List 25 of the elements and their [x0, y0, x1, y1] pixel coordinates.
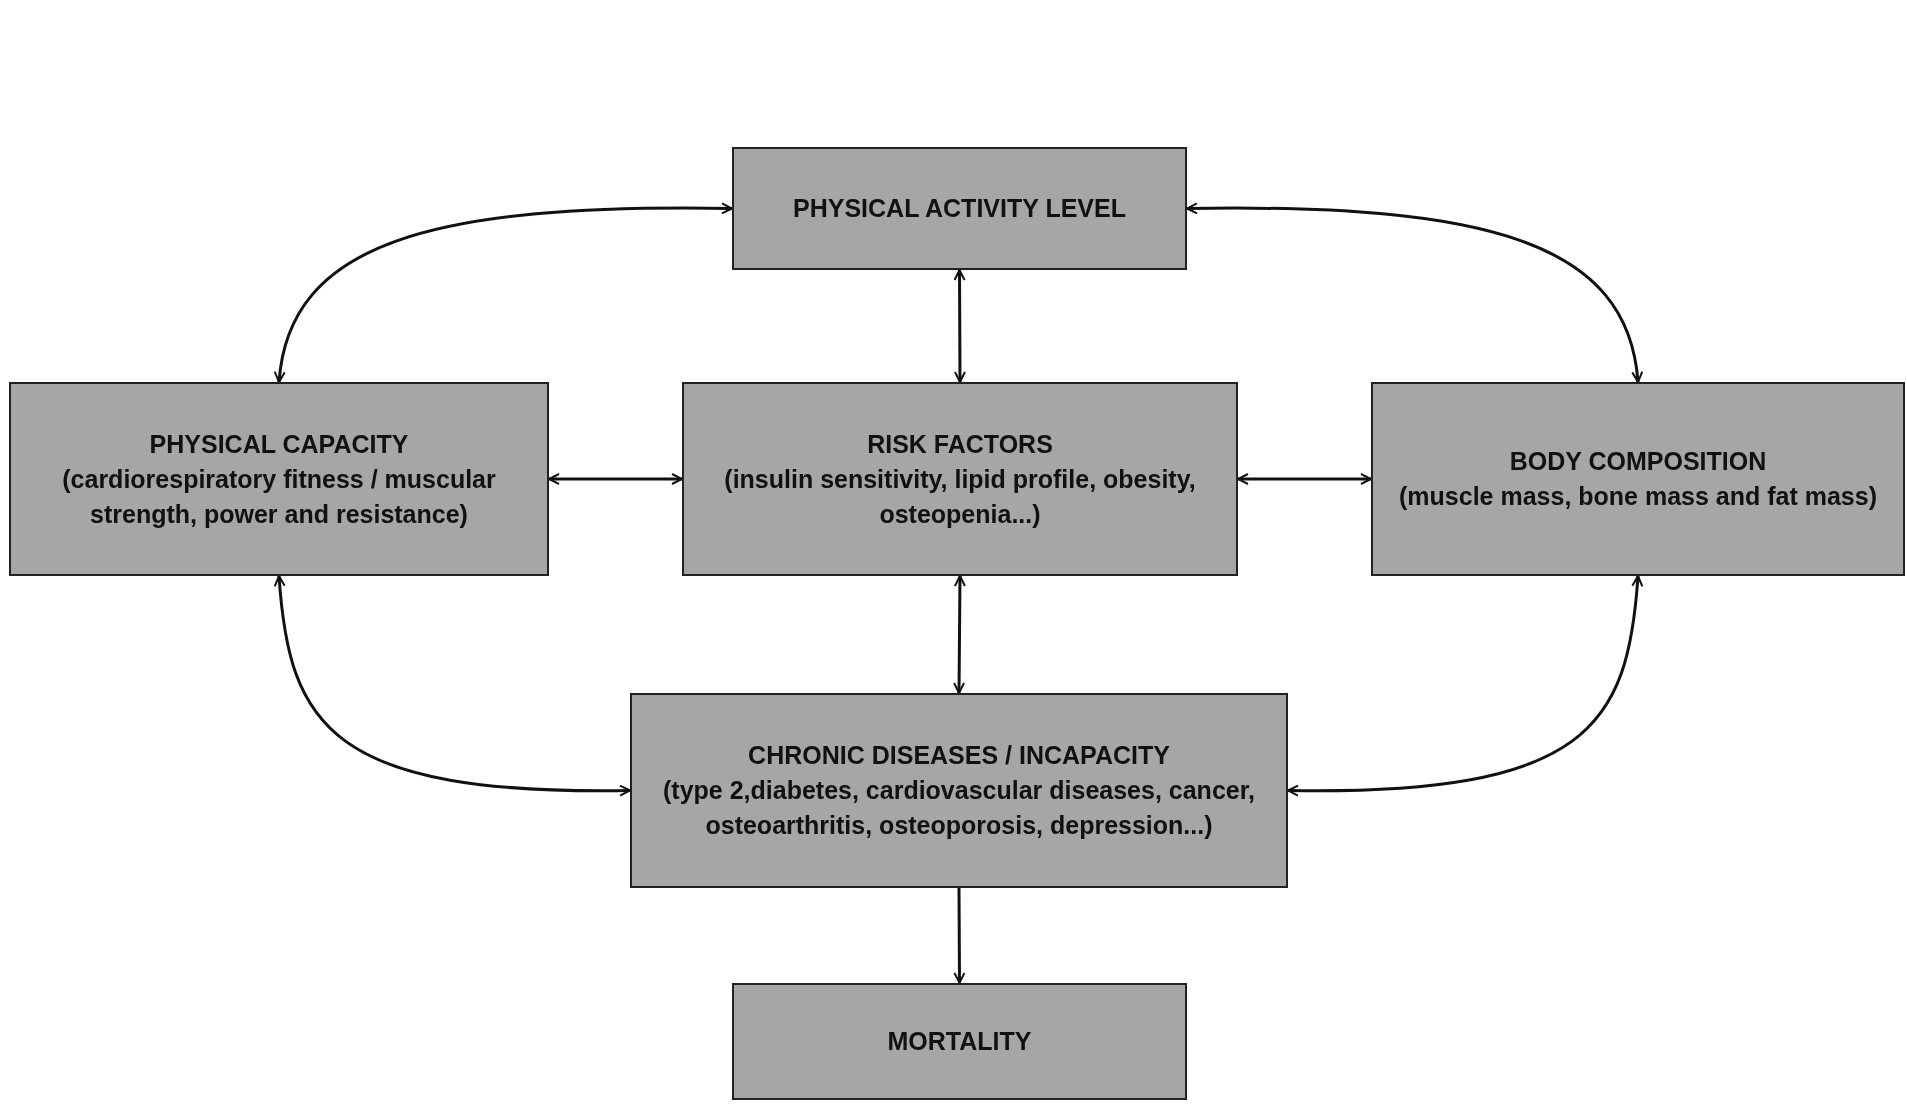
double-arrow: [953, 575, 966, 694]
box-heading: PHYSICAL ACTIVITY LEVEL: [793, 193, 1126, 224]
box-heading: BODY COMPOSITION: [1509, 446, 1767, 477]
box-heading: MORTALITY: [887, 1026, 1032, 1057]
process-box: [732, 983, 1187, 1100]
box-heading: CHRONIC DISEASES / INCAPACITY: [748, 740, 1170, 771]
box-description: (type 2,diabetes, cardiovascular diseases, cancer, osteoarthritis, osteoporosis, depression...): [662, 775, 1256, 841]
double-arrow: [1237, 473, 1372, 485]
process-box: [732, 147, 1187, 270]
box-description: (muscle mass, bone mass and fat mass): [1399, 481, 1877, 512]
process-box: [1371, 382, 1905, 576]
double-arrow: [1186, 202, 1643, 383]
process-box: [630, 693, 1288, 888]
double-arrow: [1287, 575, 1644, 797]
double-arrow: [953, 269, 966, 383]
double-arrow: [548, 473, 683, 485]
box-heading: RISK FACTORS: [867, 428, 1053, 460]
box-description: (cardiorespiratory fitness / muscular strength, power and resistance): [61, 463, 497, 530]
process-box: [9, 382, 549, 576]
process-box: [682, 382, 1238, 576]
box-heading: PHYSICAL CAPACITY: [149, 428, 409, 460]
box-description: (insulin sensitivity, lipid profile, obesity, osteopenia...): [723, 463, 1197, 530]
double-arrow: [273, 575, 631, 797]
double-arrow: [274, 202, 733, 383]
double-arrow: [953, 888, 966, 984]
